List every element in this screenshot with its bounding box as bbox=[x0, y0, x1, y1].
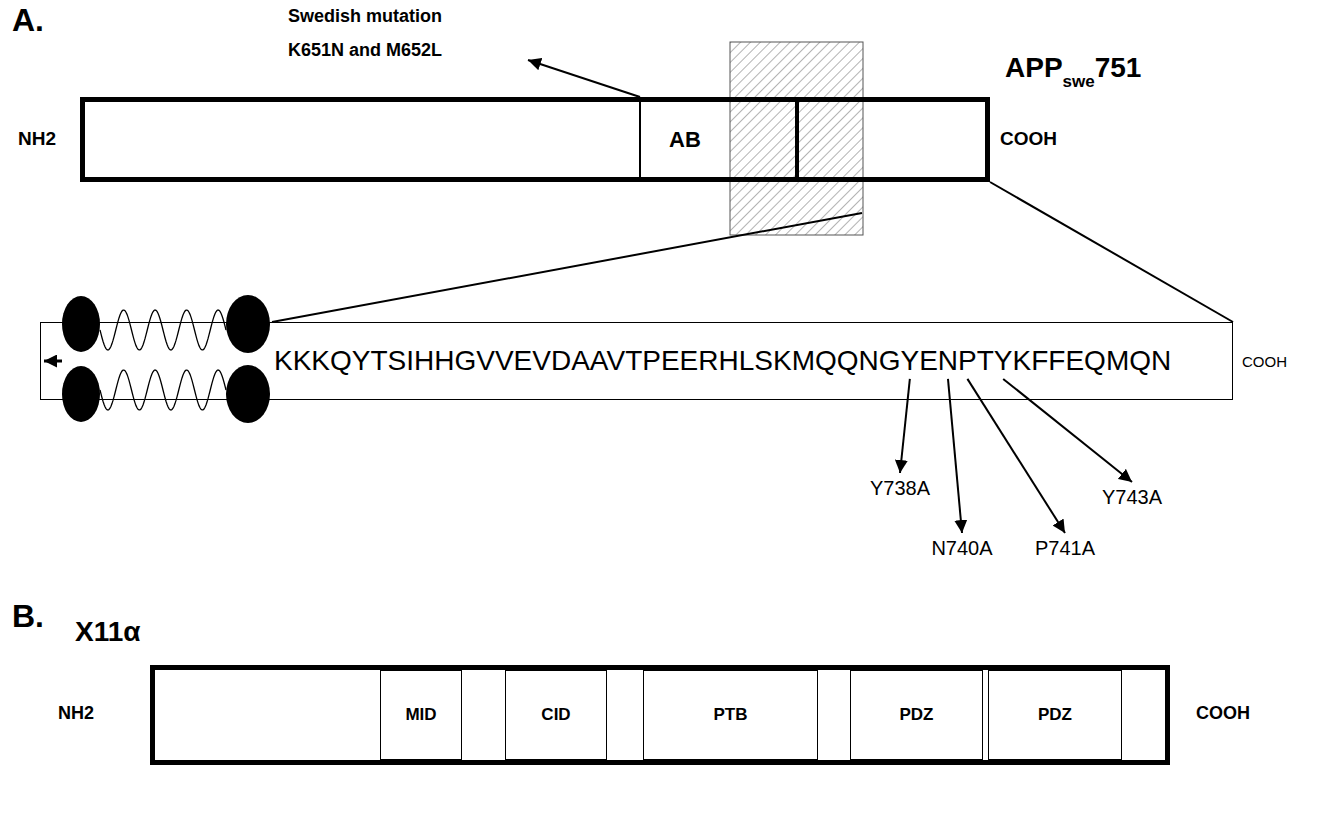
hatched-region bbox=[730, 42, 863, 235]
membrane-oval bbox=[226, 365, 270, 423]
domain-label: MID bbox=[405, 705, 436, 725]
terminus-label: COOH bbox=[1196, 703, 1250, 724]
mutation-label: Y738A bbox=[870, 477, 930, 500]
segment-divider bbox=[639, 101, 641, 178]
membrane-oval bbox=[62, 296, 100, 352]
membrane-oval bbox=[226, 295, 270, 353]
isoform-number: 751 bbox=[1095, 52, 1142, 84]
panel-letter: A. bbox=[12, 2, 44, 39]
domain-box: PDZ bbox=[850, 670, 983, 760]
mutation-label: K651N and M652L bbox=[288, 40, 442, 61]
mutation-arrow bbox=[528, 60, 640, 97]
domain-box: PTB bbox=[643, 670, 818, 760]
sequence-box: KKKQYTSIHHGVVEVDAAVTPEERHLSKMQQNGYENPTYK… bbox=[40, 322, 1233, 400]
terminus-label: COOH bbox=[1242, 353, 1287, 370]
domain-label: PDZ bbox=[1038, 705, 1072, 725]
helix-coil bbox=[100, 310, 226, 350]
domain-label: CID bbox=[541, 705, 570, 725]
zoom-line bbox=[990, 182, 1233, 322]
membrane-divider bbox=[795, 101, 799, 178]
terminus-label: COOH bbox=[1000, 128, 1057, 150]
mutation-arrow bbox=[1003, 379, 1132, 482]
domain-label: PDZ bbox=[900, 705, 934, 725]
mutation-label: P741A bbox=[1035, 537, 1095, 560]
terminus-label: NH2 bbox=[58, 703, 94, 724]
protein-name: APP bbox=[1005, 52, 1063, 84]
mutation-label: N740A bbox=[931, 537, 992, 560]
mutation-title: Swedish mutation bbox=[288, 6, 442, 27]
x11-bar: X11αMIDCIDPTBPDZPDZ bbox=[150, 665, 1170, 765]
domain-label: PTB bbox=[714, 705, 748, 725]
sequence-text: KKKQYTSIHHGVVEVDAAVTPEERHLSKMQQNGYENPTYK… bbox=[274, 345, 1171, 377]
panel-letter: B. bbox=[12, 598, 44, 635]
membrane-oval bbox=[62, 366, 100, 422]
mutation-label: Y743A bbox=[1102, 486, 1162, 509]
mutation-arrow bbox=[900, 379, 910, 473]
protein-subscript: swe bbox=[1063, 72, 1095, 92]
app-bar: AB bbox=[80, 97, 990, 182]
zoom-line bbox=[272, 213, 862, 322]
mutation-arrow bbox=[967, 379, 1065, 533]
protein-name: X11α bbox=[75, 616, 141, 648]
domain-box: CID bbox=[505, 670, 607, 760]
direction-arrow bbox=[44, 360, 62, 363]
domain-box: MID bbox=[380, 670, 462, 760]
terminus-label: NH2 bbox=[18, 128, 56, 150]
domain-box: PDZ bbox=[988, 670, 1122, 760]
mutation-arrow bbox=[948, 379, 962, 533]
domain-label: AB bbox=[669, 127, 701, 152]
helix-coil bbox=[100, 370, 226, 410]
